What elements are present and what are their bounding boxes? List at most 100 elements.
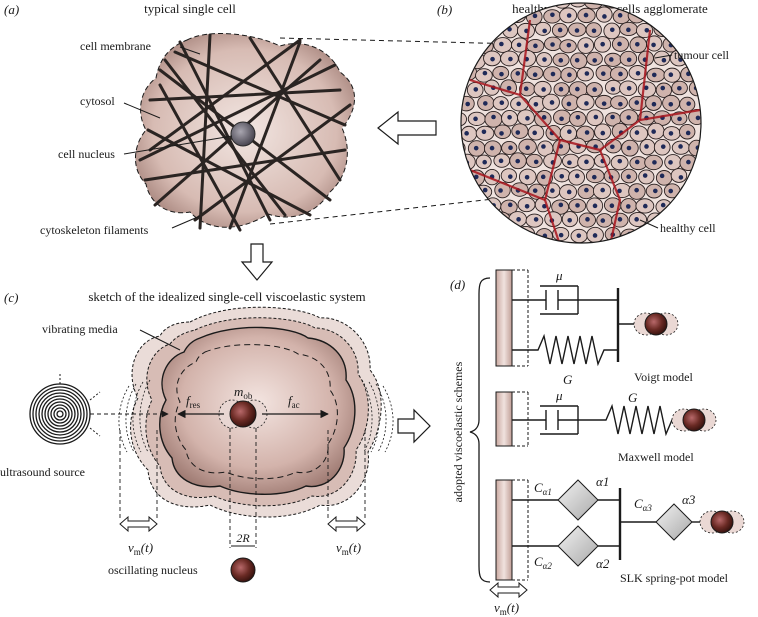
tissue-cell-nucleus — [585, 217, 590, 222]
tissue-cell-nucleus — [533, 188, 538, 193]
symbol-vm-right: vm(t) — [336, 540, 361, 557]
tissue-cell — [671, 169, 687, 183]
tissue-cell-nucleus — [525, 145, 530, 150]
tissue-cell-nucleus — [585, 71, 590, 76]
tissue-cell-nucleus — [474, 56, 479, 61]
slk-alpha3: α3 — [682, 492, 696, 507]
tissue-cell-nucleus — [592, 175, 597, 180]
tissue-cell-nucleus — [575, 58, 580, 63]
tissue-cell-nucleus — [668, 160, 673, 165]
tissue-cell-nucleus — [635, 130, 640, 135]
tissue-cell-nucleus — [550, 42, 555, 47]
tissue-cell-nucleus — [567, 160, 572, 165]
tissue-cell-nucleus — [525, 175, 530, 180]
tissue-cell-nucleus — [592, 58, 597, 63]
tissue-cell-nucleus — [558, 28, 563, 33]
panel-b: (b) healthy and tumour cells agglomerate… — [437, 0, 730, 245]
tissue-cell-nucleus — [610, 115, 615, 120]
tissue-cell-nucleus — [601, 71, 606, 76]
tissue-cell-nucleus — [575, 28, 580, 33]
tissue-cell-nucleus — [610, 203, 615, 208]
label-vibrating-media: vibrating media — [42, 322, 118, 336]
ultrasound-ring — [36, 390, 84, 438]
tissue-cell-nucleus — [626, 204, 631, 209]
tissue-cell-nucleus — [499, 42, 504, 47]
tissue-cell-nucleus — [457, 86, 462, 91]
tissue-cell-nucleus — [534, 160, 539, 165]
tissue-cell-nucleus — [508, 145, 513, 150]
tissue-cell-nucleus — [618, 217, 623, 222]
panel-b-letter: (b) — [437, 2, 452, 17]
tissue-cell-nucleus — [465, 102, 470, 107]
maxwell-G: G — [628, 390, 638, 405]
tissue-cell-nucleus — [559, 87, 564, 92]
tissue-cell-nucleus — [541, 144, 546, 149]
double-arrow-right — [328, 517, 365, 531]
tissue-cell-nucleus — [498, 188, 503, 193]
tissue-cell-nucleus — [626, 115, 631, 120]
tissue-cell-nucleus — [567, 218, 572, 223]
tissue-cell-nucleus — [516, 102, 521, 107]
label-slk-model: SLK spring-pot model — [620, 571, 729, 585]
tissue-cell-nucleus — [696, 116, 701, 121]
panel-d-letter: (d) — [450, 277, 465, 292]
spring-pot-3 — [656, 504, 692, 540]
tissue-cell-nucleus — [602, 101, 607, 106]
slk-C-a3: Cα3 — [634, 496, 652, 513]
panel-c-title: sketch of the idealized single-cell visc… — [88, 289, 365, 304]
tissue-cell-nucleus — [600, 131, 605, 136]
slk-C-a1: Cα1 — [534, 480, 552, 497]
panel-a-title: typical single cell — [144, 1, 236, 16]
tissue-cell — [484, 24, 500, 37]
tissue-cell-nucleus — [567, 129, 572, 134]
label-ultrasound-source: ultrasound source — [0, 465, 85, 479]
tissue-cell-nucleus — [600, 188, 605, 193]
tissue-cell-nucleus — [652, 160, 657, 165]
tissue-cell-nucleus — [643, 173, 648, 178]
tissue-cell-nucleus — [584, 13, 589, 18]
tissue-cell-nucleus — [516, 217, 521, 222]
oscillating-nucleus-detail — [231, 558, 255, 582]
tissue-cell-nucleus — [617, 42, 622, 47]
label-cell-membrane: cell membrane — [80, 39, 151, 53]
tissue-cell-nucleus — [524, 86, 529, 91]
symbol-vm-left: vm(t) — [128, 540, 153, 557]
tissue-cell-nucleus — [585, 130, 590, 135]
tissue-cell-nucleus — [594, 115, 599, 120]
tissue-cell-nucleus — [567, 190, 572, 195]
tissue-cell-nucleus — [465, 72, 470, 77]
tissue-cell-nucleus — [661, 203, 666, 208]
tissue-cell-nucleus — [515, 159, 520, 164]
label-maxwell-model: Maxwell model — [618, 450, 694, 464]
tissue-cell-nucleus — [507, 86, 512, 91]
voigt-mass — [634, 313, 678, 335]
tissue-cell-nucleus — [533, 14, 538, 19]
tissue-cell-nucleus — [593, 233, 598, 238]
tissue-cell — [451, 112, 467, 126]
tissue-cell-nucleus — [609, 57, 614, 62]
tissue-cell-nucleus — [575, 87, 580, 92]
tissue-cell — [665, 155, 681, 170]
oscillating-nucleus-center — [230, 401, 256, 427]
tissue-cell-nucleus — [695, 174, 700, 179]
tissue-cell-nucleus — [559, 233, 564, 238]
tissue-cell-nucleus — [550, 188, 555, 193]
double-arrow-d — [490, 583, 527, 597]
panel-a-letter: (a) — [4, 2, 19, 17]
panel-a: (a) typical single cell cell membrane — [4, 1, 520, 280]
tissue-cell-nucleus — [668, 189, 673, 194]
tissue-cell-nucleus — [611, 87, 616, 92]
tissue-cell-nucleus — [643, 204, 648, 209]
tissue-cell-nucleus — [474, 146, 479, 151]
label-oscillating-nucleus: oscillating nucleus — [108, 563, 198, 577]
tissue-cell — [517, 226, 535, 240]
tissue-cell-nucleus — [498, 218, 503, 223]
tissue-cell-nucleus — [559, 117, 564, 122]
tissue-cell-nucleus — [677, 117, 682, 122]
tissue-cell-nucleus — [634, 188, 639, 193]
hollow-arrow-right — [398, 410, 430, 442]
slk-alpha2: α2 — [596, 556, 610, 571]
tissue-cell-nucleus — [482, 160, 487, 165]
panel-c-letter: (c) — [4, 290, 18, 305]
tissue-cell-nucleus — [532, 131, 537, 136]
